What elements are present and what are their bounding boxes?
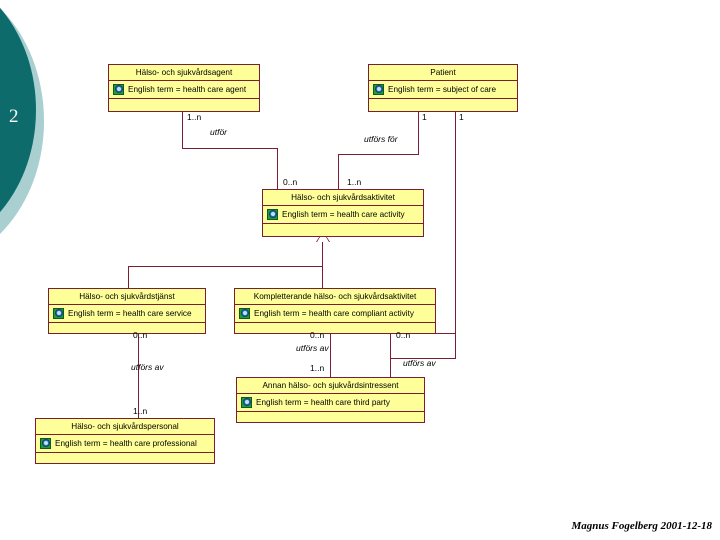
- multiplicity-compliant-right-end: 0..n: [396, 330, 411, 340]
- class-attribute-row: English term = health care third party: [237, 394, 424, 412]
- role-label-utfor: utför: [210, 127, 228, 137]
- role-label-utfors-av-mid: utförs av: [296, 343, 329, 353]
- class-attribute-row: English term = health care activity: [263, 206, 423, 224]
- connector-patient-activity-v2: [338, 154, 339, 189]
- property-globe-icon: [267, 209, 278, 220]
- multiplicity-patient-end: 1: [422, 112, 427, 122]
- class-operations-compartment: [237, 412, 424, 423]
- author-signature: Magnus Fogelberg 2001-12-18: [571, 520, 712, 532]
- class-attribute-text: English term = health care professional: [55, 439, 197, 448]
- property-globe-icon: [239, 308, 250, 319]
- class-title: Hälso- och sjukvårdsagent: [109, 65, 259, 81]
- connector-generalization-right: [322, 266, 323, 288]
- connector-generalization-bar: [128, 266, 323, 267]
- property-globe-icon: [373, 84, 384, 95]
- class-operations-compartment: [36, 453, 214, 464]
- connector-generalization-stem: [322, 242, 323, 266]
- multiplicity-activity-from-patient: 1..n: [347, 177, 362, 187]
- class-attribute-row: English term = subject of care: [369, 81, 517, 99]
- class-title: Annan hälso- och sjukvårdsintressent: [237, 378, 424, 394]
- class-attribute-row: English term = health care agent: [109, 81, 259, 99]
- connector-patient-thirdparty-v2: [390, 333, 391, 377]
- class-title: Hälso- och sjukvårdspersonal: [36, 419, 214, 435]
- multiplicity-activity-from-agent: 0..n: [283, 177, 298, 187]
- connector-patient-activity-h: [338, 154, 419, 155]
- connector-thirdparty-bracket-v: [455, 333, 456, 359]
- property-globe-icon: [53, 308, 64, 319]
- class-attribute-text: English term = health care agent: [128, 85, 247, 94]
- class-operations-compartment: [109, 99, 259, 112]
- class-box-health-care-professional[interactable]: Hälso- och sjukvårdspersonal English ter…: [35, 418, 215, 464]
- multiplicity-professional-end: 1..n: [133, 406, 148, 416]
- generalization-triangle: [317, 232, 329, 242]
- property-globe-icon: [241, 397, 252, 408]
- role-label-utfors-av-right: utförs av: [403, 358, 436, 368]
- connector-generalization-left: [128, 266, 129, 288]
- role-label-utfors-for: utförs för: [364, 134, 398, 144]
- class-box-health-care-activity[interactable]: Hälso- och sjukvårdsaktivitet English te…: [262, 189, 424, 237]
- class-box-health-care-service[interactable]: Hälso- och sjukvårdstjänst English term …: [48, 288, 206, 334]
- connector-agent-activity-v2: [277, 148, 278, 189]
- multiplicity-patient-end-2: 1: [459, 112, 464, 122]
- class-title: Hälso- och sjukvårdsaktivitet: [263, 190, 423, 206]
- property-globe-icon: [40, 438, 51, 449]
- class-attribute-text: English term = health care third party: [256, 398, 391, 407]
- class-attribute-row: English term = health care service: [49, 305, 205, 323]
- connector-compliant-thirdparty-v: [330, 322, 331, 377]
- class-operations-compartment: [49, 323, 205, 334]
- class-box-patient[interactable]: Patient English term = subject of care: [368, 64, 518, 112]
- class-attribute-row: English term = health care professional: [36, 435, 214, 453]
- class-attribute-row: English term = health care compliant act…: [235, 305, 435, 323]
- slide-number: 2: [9, 106, 19, 127]
- property-globe-icon: [113, 84, 124, 95]
- class-operations-compartment: [263, 224, 423, 237]
- crescent-light-shape: [0, 0, 44, 266]
- connector-agent-activity-v1: [182, 112, 183, 148]
- slide-decoration: [0, 0, 120, 300]
- class-operations-compartment: [369, 99, 517, 112]
- class-title: Patient: [369, 65, 517, 81]
- connector-service-professional-v: [138, 322, 139, 418]
- connector-patient-activity-v1: [418, 112, 419, 154]
- connector-patient-thirdparty-v: [455, 112, 456, 333]
- class-attribute-text: English term = health care activity: [282, 210, 405, 219]
- multiplicity-compliant-left-end: 0..n: [310, 330, 325, 340]
- multiplicity-service-end: 0..n: [133, 330, 148, 340]
- class-attribute-text: English term = subject of care: [388, 85, 497, 94]
- class-attribute-text: English term = health care service: [68, 309, 192, 318]
- connector-thirdparty-bracket-h: [390, 358, 456, 359]
- class-box-health-care-compliant-activity[interactable]: Kompletterande hälso- och sjukvårdsaktiv…: [234, 288, 436, 334]
- class-title: Hälso- och sjukvårdstjänst: [49, 289, 205, 305]
- connector-agent-activity-h: [182, 148, 278, 149]
- class-box-health-care-agent[interactable]: Hälso- och sjukvårdsagent English term =…: [108, 64, 260, 112]
- multiplicity-agent-end: 1..n: [187, 112, 202, 122]
- class-title: Kompletterande hälso- och sjukvårdsaktiv…: [235, 289, 435, 305]
- class-box-health-care-third-party[interactable]: Annan hälso- och sjukvårdsintressent Eng…: [236, 377, 425, 423]
- class-attribute-text: English term = health care compliant act…: [254, 309, 414, 318]
- multiplicity-third-party-top: 1..n: [310, 363, 325, 373]
- role-label-utfors-av-left: utförs av: [131, 362, 164, 372]
